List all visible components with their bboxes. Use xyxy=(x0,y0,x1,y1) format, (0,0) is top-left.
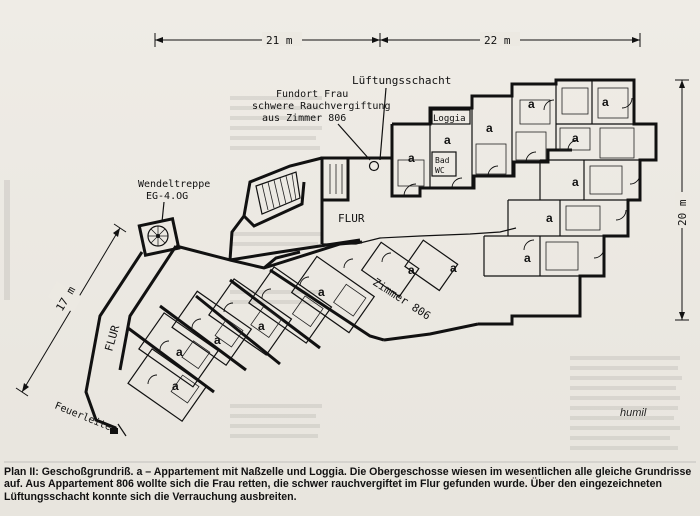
flur-label-right: FLUR xyxy=(338,212,365,225)
apartment-a: a xyxy=(408,263,415,277)
apartment-a: a xyxy=(408,151,415,165)
floor-plan: 21 m 22 m 20 m 17 m xyxy=(4,32,696,463)
figure-caption: Plan II: Geschoßgrundriß. a – Appartemen… xyxy=(4,466,696,503)
apartment-a: a xyxy=(444,133,451,147)
dimension-right: 20 m xyxy=(675,79,689,321)
ventilation-shaft-marker xyxy=(368,160,380,172)
caption-title: Plan II: xyxy=(4,466,39,478)
apartment-a: a xyxy=(602,95,609,109)
caption-body: Die Obergeschosse wiesen im wesentlichen… xyxy=(4,466,692,503)
background-ghost-text xyxy=(4,96,682,450)
apartment-a: a xyxy=(572,131,579,145)
fire-ladder-label: Feuerleiter xyxy=(53,401,119,436)
apartment-a: a xyxy=(524,251,531,265)
dimension-left: 17 m xyxy=(15,223,127,397)
apartment-a: a xyxy=(258,319,265,333)
fundort-label-line3: aus Zimmer 806 xyxy=(262,113,346,124)
ventilation-shaft-annotation: Lüftungsschacht xyxy=(352,74,451,172)
illustrator-credit: humil xyxy=(620,407,647,419)
apartment-markers: a a a a a a a a a a a a a a a a xyxy=(172,95,609,393)
spiral-stair-label-line2: EG-4.OG xyxy=(146,191,188,202)
apartment-a: a xyxy=(318,285,325,299)
dimension-label-22m: 22 m xyxy=(484,34,511,47)
apartment-a: a xyxy=(172,379,179,393)
fundort-label-line1: Fundort Frau xyxy=(276,89,348,100)
apartment-a: a xyxy=(546,211,553,225)
apartment-a: a xyxy=(572,175,579,189)
dimension-top: 21 m 22 m xyxy=(154,32,641,47)
dimension-label-20m: 20 m xyxy=(676,199,689,226)
lower-wing xyxy=(127,238,479,422)
apartment-a: a xyxy=(528,97,535,111)
dimension-label-21m: 21 m xyxy=(266,34,293,47)
apartment-a: a xyxy=(176,345,183,359)
spiral-stair-label-line1: Wendeltreppe xyxy=(138,179,210,190)
spiral-staircase: Wendeltreppe EG-4.OG xyxy=(137,179,210,257)
flur-label-left: FLUR xyxy=(102,323,122,352)
ventilation-shaft-label: Lüftungsschacht xyxy=(352,74,451,87)
loggia-label: Loggia xyxy=(433,114,466,124)
left-corridor: FLUR xyxy=(84,245,178,430)
apartment-a: a xyxy=(214,333,221,347)
zimmer-806-label: Zimmer 806 xyxy=(370,276,433,323)
apartment-a: a xyxy=(486,121,493,135)
stair-core xyxy=(228,156,350,261)
wc-label: WC xyxy=(435,166,445,175)
main-staircase xyxy=(255,171,301,215)
bad-label: Bad xyxy=(435,156,450,165)
apartment-a: a xyxy=(450,261,457,275)
caption-lead: Geschoßgrundriß. a – Appartement mit Naß… xyxy=(41,466,347,478)
fundort-annotation: Fundort Frau schwere Rauchvergiftung aus… xyxy=(252,89,390,161)
fundort-label-line2: schwere Rauchvergiftung xyxy=(252,101,390,112)
